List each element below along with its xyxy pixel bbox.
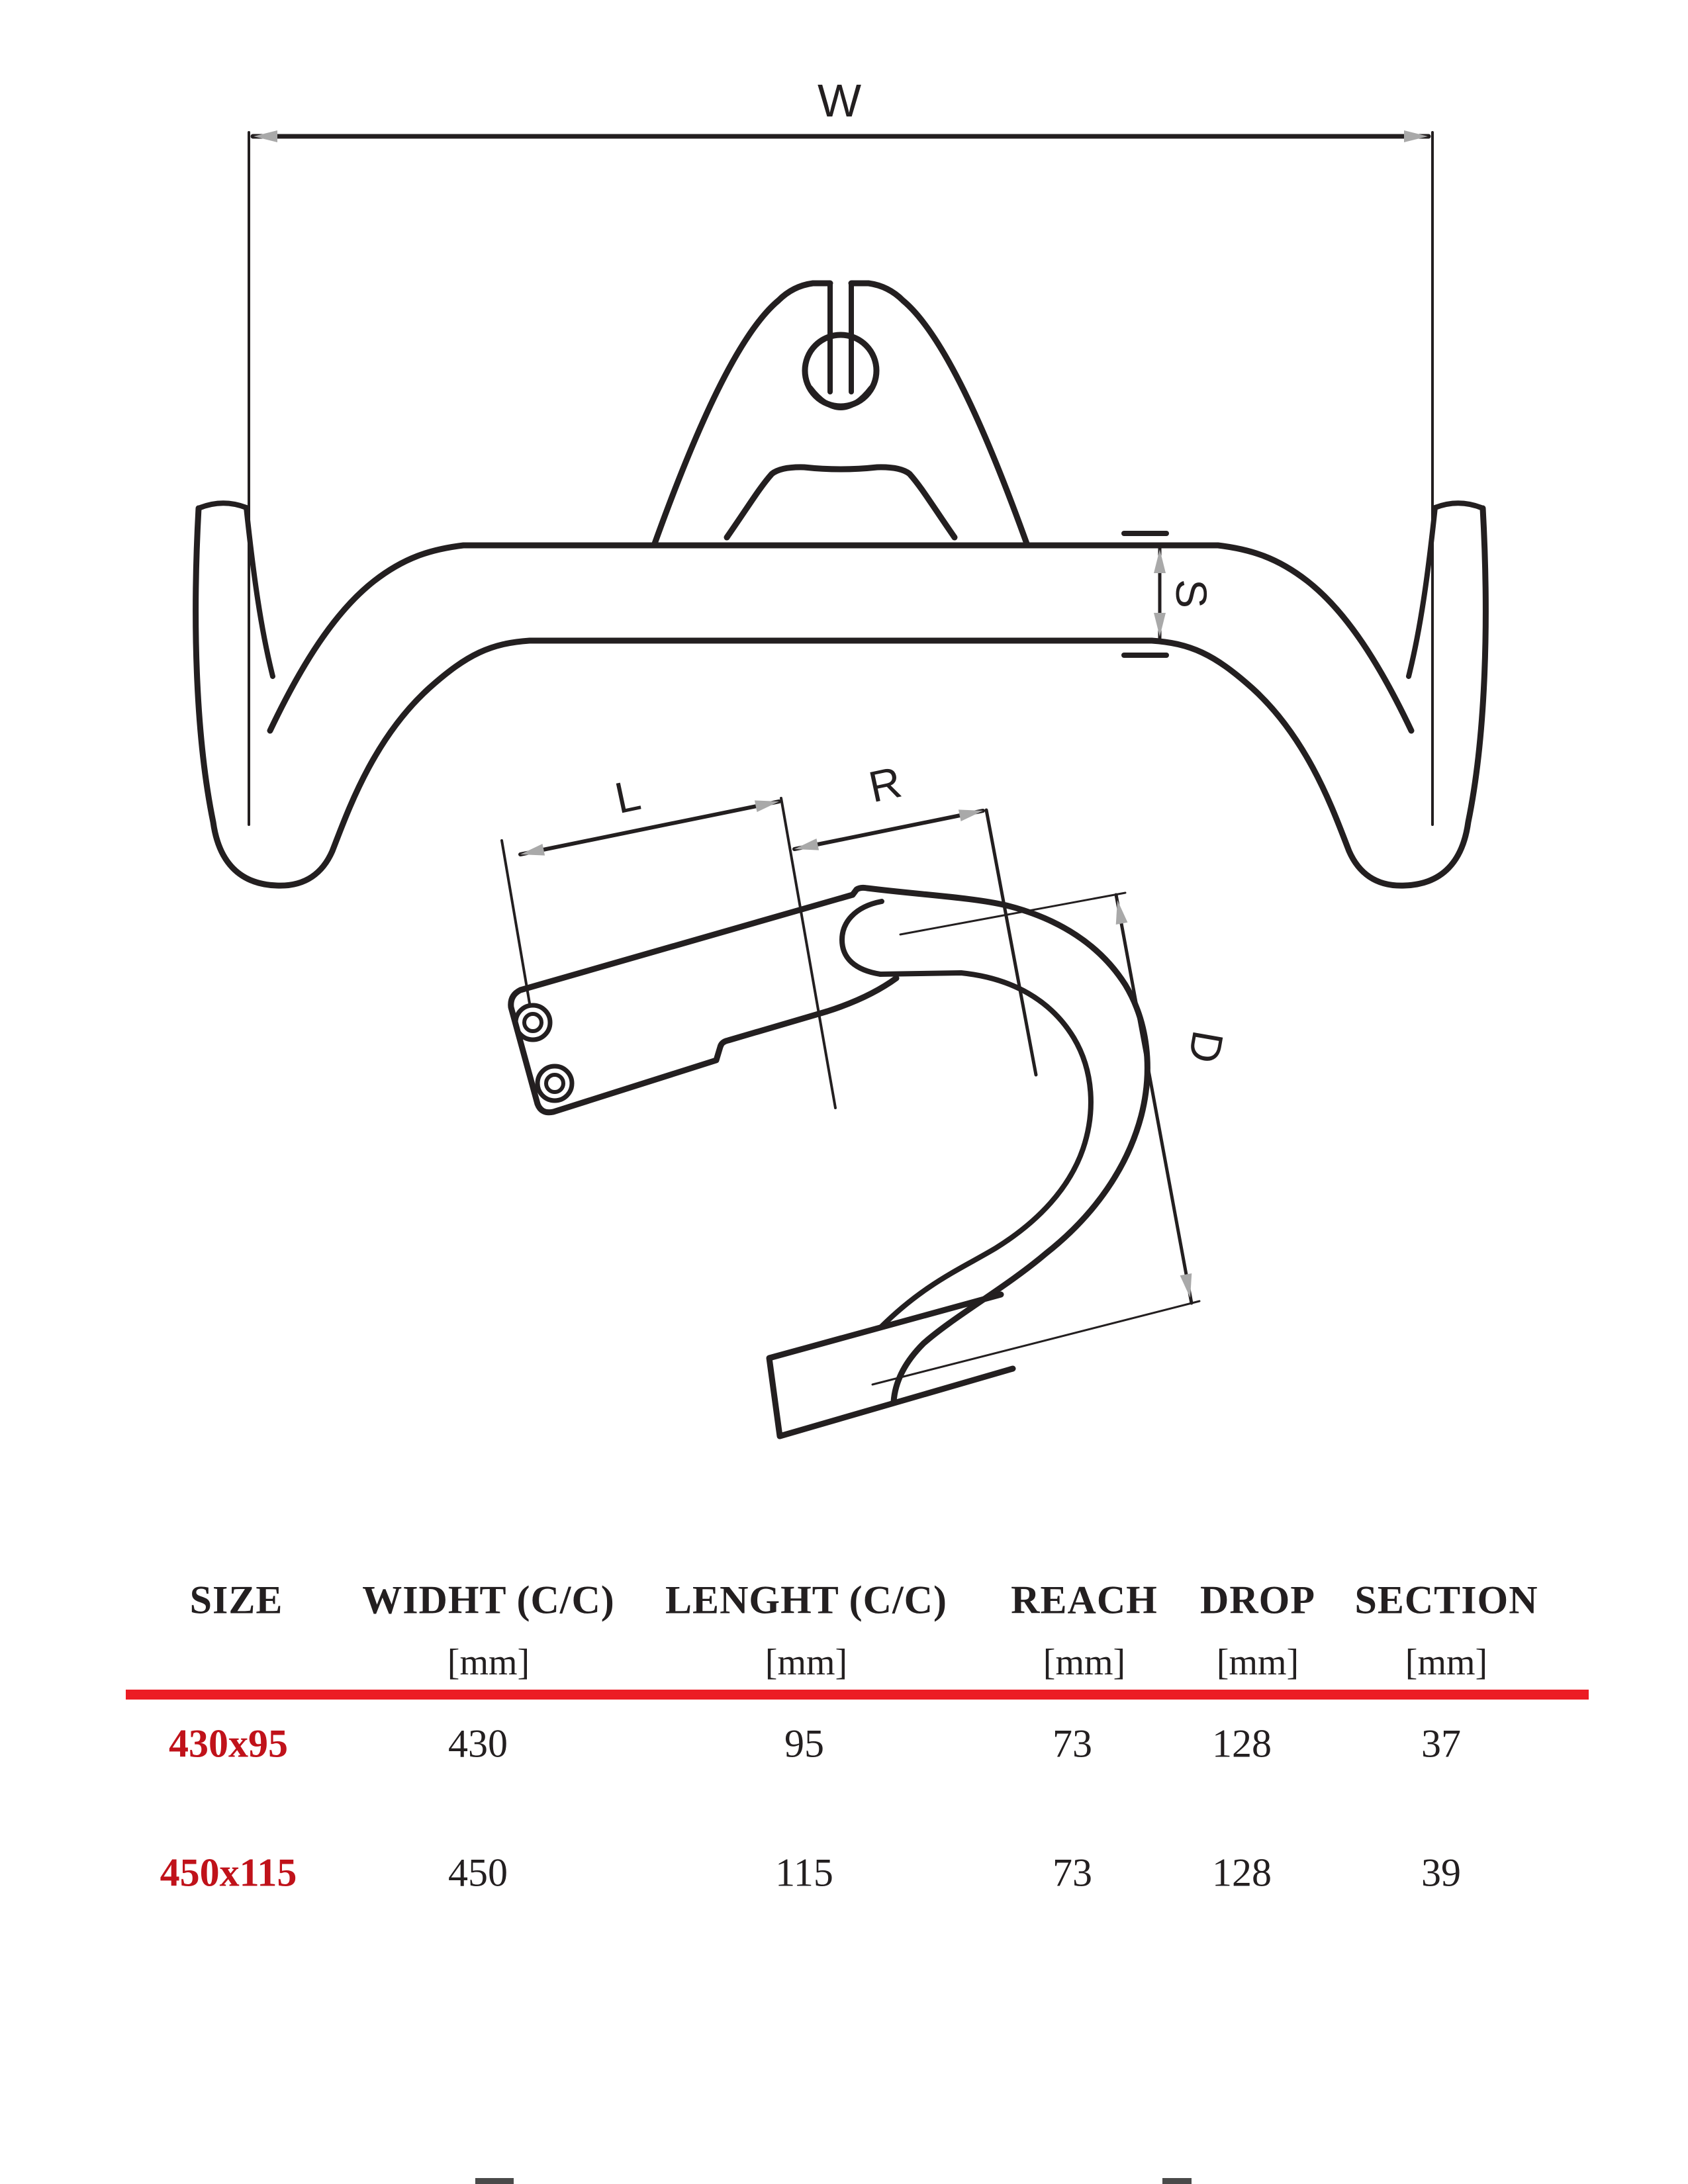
right-drop-inner-edge <box>1406 505 1438 679</box>
side-stem-outline <box>508 891 900 1116</box>
row2-length: 115 <box>775 1850 833 1895</box>
dimension-label-s: S <box>1167 578 1216 609</box>
cropped-text-fragment <box>1162 2178 1192 2184</box>
row2-reach: 73 <box>1053 1850 1092 1895</box>
d-extension-top <box>899 891 1127 936</box>
side-tube-nose <box>839 899 884 977</box>
r-dimension-line <box>792 809 985 851</box>
side-hook-inner <box>878 970 1094 1330</box>
clamp-bolt-lower-inner <box>544 1073 565 1094</box>
l-extension-left <box>500 839 531 1005</box>
w-dimension-lines <box>248 131 1434 826</box>
row1-drop: 128 <box>1212 1721 1272 1766</box>
row1-length: 95 <box>784 1721 824 1766</box>
unit-width: [mm] <box>447 1642 530 1683</box>
clamp-bolt-upper-inner <box>522 1012 543 1033</box>
left-drop-inner-edge <box>244 505 275 679</box>
arrowheads <box>254 130 1428 1298</box>
unit-drop: [mm] <box>1216 1642 1299 1683</box>
lr-boundary-extension <box>780 797 837 1109</box>
r-extension-right <box>984 808 1038 1077</box>
side-bar-end <box>766 1291 1016 1439</box>
row2-width: 450 <box>448 1850 508 1895</box>
row2-section: 39 <box>1421 1850 1461 1895</box>
unit-length: [mm] <box>765 1642 848 1683</box>
clamp-bolt-upper-outer <box>513 1003 553 1042</box>
row1-section: 37 <box>1421 1721 1461 1766</box>
row1-width: 430 <box>448 1721 508 1766</box>
l-dimension-line <box>518 799 781 856</box>
cropped-text-fragment <box>475 2178 514 2184</box>
col-header-section: SECTION <box>1354 1578 1538 1622</box>
d-dimension-line <box>1114 893 1194 1305</box>
left-drop-end-cap <box>196 500 249 511</box>
bar-top-edge <box>267 542 1415 734</box>
dimension-label-w: W <box>817 75 862 126</box>
col-header-size: SIZE <box>189 1578 283 1622</box>
col-header-length: LENGHT (C/C) <box>665 1578 947 1622</box>
table-header-rule <box>126 1690 1589 1700</box>
clamp-bolt-lower-outer <box>535 1064 575 1103</box>
col-header-width: WIDHT (C/C) <box>362 1578 615 1622</box>
bar-bottom-outline <box>193 505 1489 889</box>
stem-cutout-trapezoid <box>724 464 958 541</box>
col-header-reach: REACH <box>1011 1578 1158 1622</box>
row1-size: 430x95 <box>169 1721 288 1766</box>
row2-drop: 128 <box>1212 1850 1272 1895</box>
unit-reach: [mm] <box>1043 1642 1126 1683</box>
col-header-drop: DROP <box>1200 1578 1315 1622</box>
stem-outline <box>651 280 1031 549</box>
steerer-clamp-inner-arc <box>808 385 874 410</box>
row2-size: 450x115 <box>160 1850 297 1895</box>
row1-reach: 73 <box>1053 1721 1092 1766</box>
unit-section: [mm] <box>1405 1642 1488 1683</box>
d-extension-bottom <box>871 1300 1201 1386</box>
right-drop-end-cap <box>1432 500 1485 511</box>
